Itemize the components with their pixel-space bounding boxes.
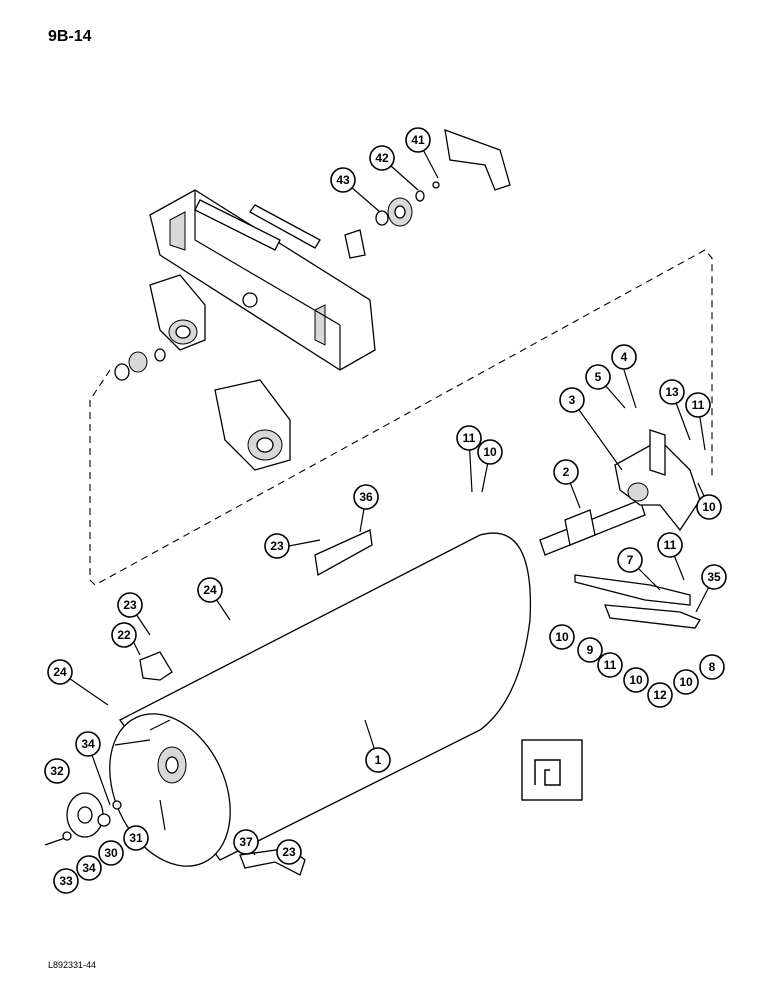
upper-bracket <box>444 129 511 191</box>
callout-11: 11 <box>685 392 711 418</box>
callout-11: 11 <box>657 532 683 558</box>
svg-text:23: 23 <box>123 598 137 612</box>
callout-41: 41 <box>405 127 431 153</box>
cylinder-drum <box>109 532 532 867</box>
svg-text:10: 10 <box>555 630 569 644</box>
svg-text:32: 32 <box>50 764 64 778</box>
svg-text:37: 37 <box>239 835 253 849</box>
bearing-housing-upper <box>149 274 206 351</box>
callout-11: 11 <box>456 425 482 451</box>
svg-text:24: 24 <box>203 583 217 597</box>
hub-plate-30 <box>44 792 122 846</box>
svg-text:11: 11 <box>463 431 476 445</box>
callout-10: 10 <box>477 439 503 465</box>
strap-35 <box>604 604 701 629</box>
callout-36: 36 <box>353 484 379 510</box>
svg-text:7: 7 <box>627 553 634 567</box>
svg-text:13: 13 <box>665 385 679 399</box>
callout-1: 1 <box>365 747 391 773</box>
figure-code: L892331-44 <box>48 960 97 970</box>
callout-10: 10 <box>673 669 699 695</box>
svg-text:12: 12 <box>653 688 667 702</box>
svg-text:34: 34 <box>82 861 96 875</box>
bearing-stack <box>114 348 166 381</box>
callout-8: 8 <box>699 654 725 680</box>
callout-43: 43 <box>330 167 356 193</box>
callout-37: 37 <box>233 829 259 855</box>
callout-42: 42 <box>369 145 395 171</box>
svg-text:10: 10 <box>483 445 497 459</box>
callout-3: 3 <box>559 387 585 413</box>
callout-9: 9 <box>577 637 603 663</box>
svg-text:22: 22 <box>117 628 131 642</box>
bearing-housing-lower <box>214 379 291 471</box>
callout-33: 33 <box>53 868 79 894</box>
svg-text:43: 43 <box>336 173 350 187</box>
callout-30: 30 <box>98 840 124 866</box>
callout-24: 24 <box>197 577 223 603</box>
svg-text:9: 9 <box>587 643 594 657</box>
callout-31: 31 <box>123 825 149 851</box>
svg-text:8: 8 <box>709 660 716 674</box>
callout-34: 34 <box>76 855 102 881</box>
svg-text:35: 35 <box>707 570 721 584</box>
svg-text:34: 34 <box>81 737 95 751</box>
page-number: 9B-14 <box>48 28 92 45</box>
svg-text:2: 2 <box>563 465 570 479</box>
callout-2: 2 <box>553 459 579 485</box>
svg-text:36: 36 <box>359 490 373 504</box>
svg-text:11: 11 <box>604 658 617 672</box>
svg-text:33: 33 <box>59 874 73 888</box>
callout-23: 23 <box>276 839 302 865</box>
callout-34: 34 <box>75 731 101 757</box>
drive-hub <box>614 429 701 532</box>
callout-11: 11 <box>597 652 623 678</box>
callout-10: 10 <box>623 667 649 693</box>
callout-22: 22 <box>111 622 137 648</box>
svg-text:5: 5 <box>595 370 602 384</box>
svg-text:10: 10 <box>702 500 716 514</box>
svg-text:10: 10 <box>679 675 693 689</box>
callout-10: 10 <box>549 624 575 650</box>
svg-text:41: 41 <box>411 133 425 147</box>
svg-text:1: 1 <box>375 753 382 767</box>
svg-text:42: 42 <box>375 151 389 165</box>
callout-5: 5 <box>585 364 611 390</box>
drive-shaft <box>539 499 646 556</box>
svg-text:4: 4 <box>621 350 628 364</box>
callout-7: 7 <box>617 547 643 573</box>
strap-7 <box>574 574 691 606</box>
svg-text:31: 31 <box>129 831 143 845</box>
callout-4: 4 <box>611 344 637 370</box>
callout-32: 32 <box>44 758 70 784</box>
assembly-outline <box>89 249 713 586</box>
callout-23: 23 <box>264 533 290 559</box>
svg-text:3: 3 <box>569 393 576 407</box>
frame-beam <box>149 189 376 371</box>
section-marker-icon <box>521 739 583 801</box>
svg-text:30: 30 <box>104 846 118 860</box>
callout-10: 10 <box>696 494 722 520</box>
bracket-36 <box>314 529 373 577</box>
callout-24: 24 <box>47 659 73 685</box>
svg-text:23: 23 <box>282 845 296 859</box>
svg-text:24: 24 <box>53 665 67 679</box>
callout-13: 13 <box>659 379 685 405</box>
sprocket <box>344 181 440 259</box>
svg-text:11: 11 <box>664 538 677 552</box>
svg-text:11: 11 <box>692 398 705 412</box>
svg-text:23: 23 <box>270 539 284 553</box>
svg-text:10: 10 <box>629 673 643 687</box>
callout-23: 23 <box>117 592 143 618</box>
callout-35: 35 <box>701 564 727 590</box>
bracket-22 <box>139 651 173 681</box>
callout-12: 12 <box>647 682 673 708</box>
